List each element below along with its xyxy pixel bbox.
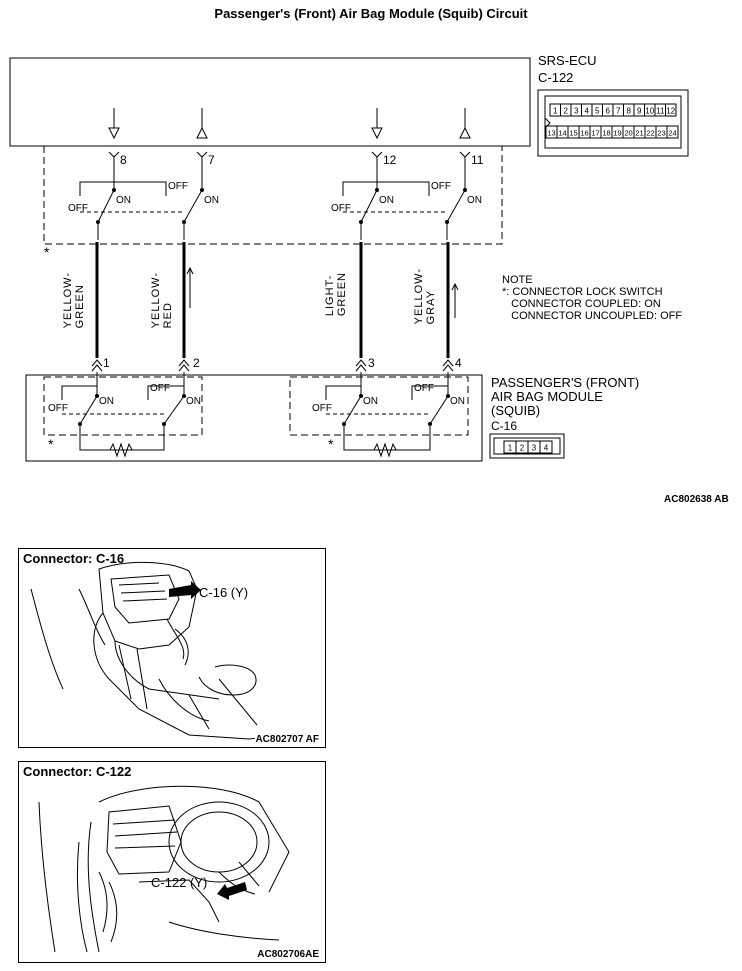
switch-on-label: ON [186,396,201,407]
connector-pin-number: 19 [613,129,621,138]
switch-on-label: ON [204,195,219,206]
ecu-name: SRS-ECU [538,53,597,68]
connector-pin-number: 12 [666,107,675,116]
switch-on-label: ON [467,195,482,206]
switch-off-label: OFF [150,383,170,394]
wire-color-label: YELLOW-RED [150,272,174,329]
connector-pin-number: 24 [668,129,676,138]
module-name-line2: AIR BAG MODULE [491,389,603,404]
note-block: NOTE *: CONNECTOR LOCK SWITCH CONNECTOR … [502,274,683,322]
connector-pin-number: 16 [580,129,588,138]
connector-pin-number: 7 [616,107,621,116]
dashboard-illustration [30,562,290,740]
connector-callout: C-122 (Y) [151,875,208,890]
module-terminal-2: 2 [193,356,200,370]
switch-off-label: OFF [68,203,88,214]
connector-callout: C-16 (Y) [199,585,249,600]
page-title: Passenger's (Front) Air Bag Module (Squi… [214,6,528,21]
connector-pin-number: 2 [520,444,525,453]
diagram-code: AC802638 AB [664,494,729,505]
connector-pin-number: 10 [645,107,654,116]
module-terminal-4: 4 [455,356,462,370]
switch-off-label: OFF [168,181,188,192]
connector-pin-number: 6 [606,107,611,116]
connector-locator-c16: Connector: C-16 C-16 (Y) AC802707 AF [18,548,326,748]
ecu-box [9,57,531,147]
connector-pin-cell [539,440,553,454]
switch-on-label: ON [379,195,394,206]
module-name-line1: PASSENGER'S (FRONT) [491,375,640,390]
connector-pin-number: 9 [637,107,642,116]
connector-pin-number: 21 [635,129,643,138]
module-box [25,374,483,462]
connector-pin-number: 13 [547,129,555,138]
connector-pin-number: 20 [624,129,632,138]
connector-pin-number: 1 [553,107,558,116]
locator-title: Connector: C-122 [23,764,132,779]
locator-title: Connector: C-16 [23,551,125,566]
wire-color-label: LIGHT-GREEN [324,272,348,317]
switch-on-label: ON [363,396,378,407]
terminal-12: 12 [383,153,397,167]
connector-pin-number: 15 [569,129,577,138]
switch-on-label: ON [99,396,114,407]
module-name-line3: (SQUIB) [491,403,541,418]
switch-off-label: OFF [48,403,68,414]
connector-pin-number: 17 [591,129,599,138]
connector-pin-number: 8 [627,107,632,116]
lock-switch-asterisk: * [44,244,50,260]
connector-pin-number: 4 [585,107,590,116]
wire-color-label: YELLOW-GRAY [413,268,437,325]
connector-pin-number: 18 [602,129,610,138]
module-connector-id: C-16 [491,419,518,433]
connector-pin-number: 3 [574,107,579,116]
switch-on-label: ON [116,195,131,206]
dashboard-illustration [38,785,290,953]
module-terminal-1: 1 [103,356,110,370]
module-terminal-3: 3 [368,356,375,370]
connector-pin-number: 22 [646,129,654,138]
wire-color-label: YELLOW-GREEN [62,272,86,329]
connector-pin-cell [666,125,679,139]
switch-off-label: OFF [414,383,434,394]
lock-switch-asterisk: * [328,436,334,452]
terminal-11: 11 [471,153,484,167]
switch-off-label: OFF [331,203,351,214]
ecu-connector-id: C-122 [538,70,574,85]
connector-pin-number: 4 [544,444,549,453]
connector-pin-number: 1 [508,444,513,453]
lock-switch-asterisk: * [48,436,54,452]
switch-off-label: OFF [431,181,451,192]
connector-pin-number: 14 [558,129,566,138]
terminal-7: 7 [208,153,215,167]
connector-pin-cell [665,103,677,117]
terminal-8: 8 [120,153,127,167]
switch-on-label: ON [450,396,465,407]
connector-pin-number: 5 [595,107,600,116]
connector-pin-number: 2 [564,107,569,116]
connector-pin-number: 23 [657,129,665,138]
connector-locator-c122: Connector: C-122 C-122 (Y) AC802706AE [18,761,326,963]
switch-off-label: OFF [312,403,332,414]
connector-pin-number: 3 [532,444,537,453]
locator-code: AC802707 AF [255,734,319,745]
locator-code: AC802706AE [257,949,319,960]
connector-pin-number: 11 [656,107,665,116]
